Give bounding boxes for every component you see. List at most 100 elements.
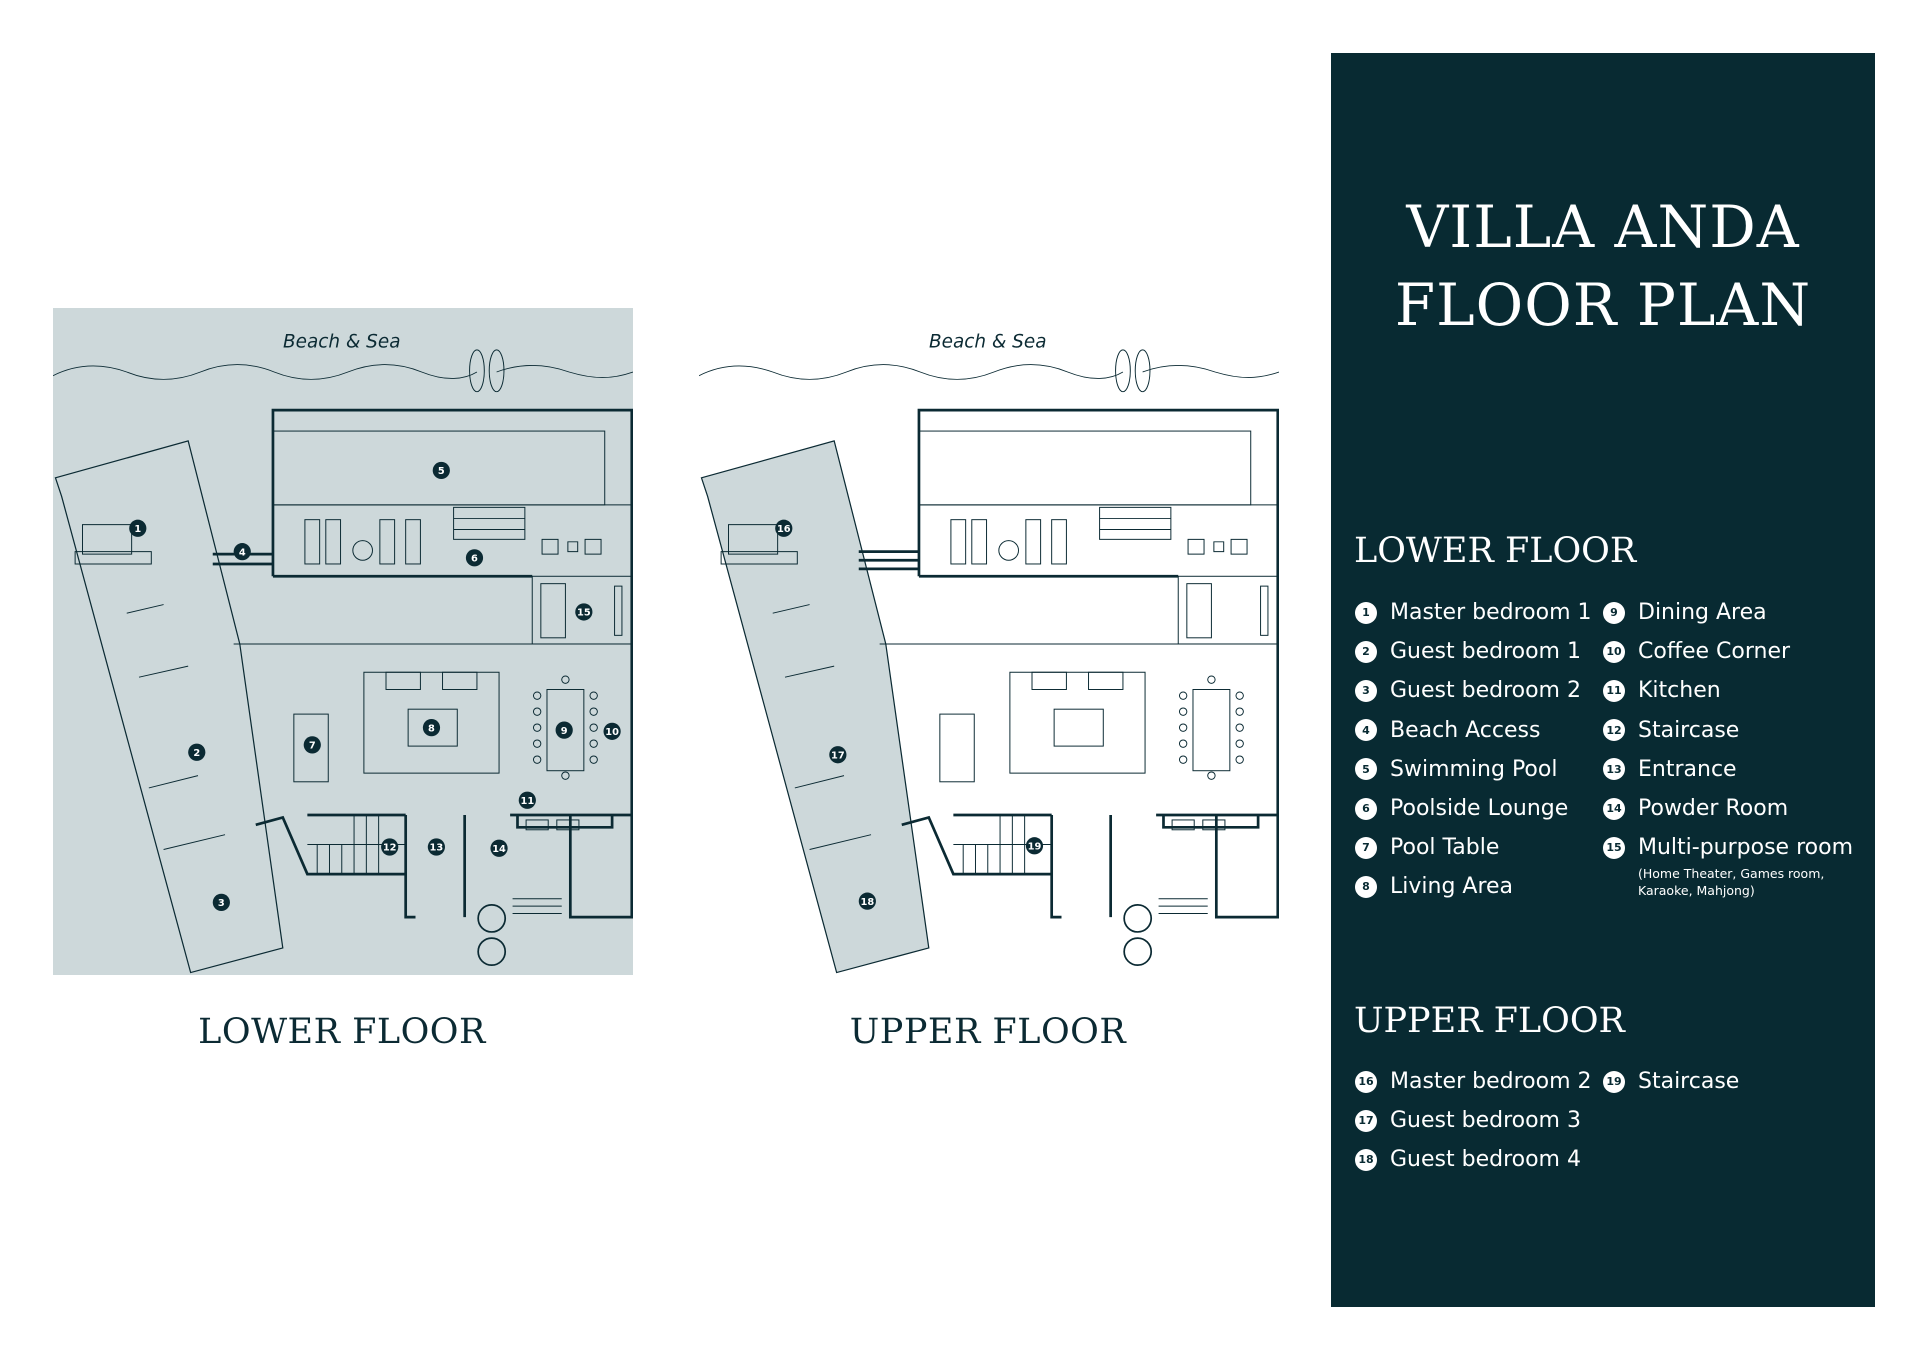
room-marker-dot: [422, 719, 441, 737]
number-badge-icon: 14: [1603, 797, 1625, 820]
legend-label: Beach Access: [1390, 717, 1541, 743]
legend-label: Powder Room: [1638, 796, 1789, 821]
room-marker-dot: [233, 543, 251, 561]
legend-label: Pool Table: [1390, 835, 1500, 861]
room-number: 2: [193, 748, 200, 759]
legend-label: Living Area: [1390, 874, 1514, 900]
number-badge-icon: 5: [1355, 758, 1377, 781]
room-marker-dot: [555, 721, 573, 739]
title-line-2: FLOOR PLAN: [1394, 271, 1812, 339]
room-number: 18: [861, 897, 875, 908]
number-badge-icon: 2: [1355, 640, 1377, 663]
multi-purpose-note: (Home Theater, Games room, Karaoke, Mahj…: [1638, 865, 1824, 899]
room-marker-dot: [1025, 837, 1044, 855]
legend-item: 9 Dining Area: [1603, 600, 1767, 625]
room-marker: 17: [829, 746, 847, 764]
room-marker-dot: [858, 892, 876, 910]
note-line: (Home Theater, Games room,: [1638, 866, 1825, 881]
legend-label: Coffee Corner: [1638, 639, 1791, 665]
room-marker-dot: [381, 838, 399, 856]
room-marker-dot: [518, 791, 536, 809]
number-badge-icon: 3: [1355, 679, 1377, 702]
room-number: 12: [383, 843, 397, 854]
room-marker: 10: [603, 722, 621, 740]
legend-item: 3 Guest bedroom 2: [1355, 678, 1581, 703]
room-number: 15: [577, 608, 591, 619]
room-marker: 2: [188, 743, 206, 761]
legend-label: Kitchen: [1638, 678, 1721, 704]
number-badge-icon: 9: [1603, 601, 1625, 624]
number-badge-icon: 10: [1603, 640, 1625, 663]
room-marker: 6: [465, 549, 484, 567]
room-marker-dot: [829, 746, 847, 764]
room-marker-dot: [603, 722, 621, 740]
note-line: Karaoke, Mahjong): [1638, 883, 1755, 898]
legend-item: 18 Guest bedroom 4: [1355, 1147, 1581, 1172]
room-marker-dot: [212, 893, 230, 912]
legend-label: Staircase: [1638, 717, 1740, 743]
legend-label: Master bedroom 1: [1390, 600, 1592, 625]
room-number: 17: [831, 750, 845, 761]
legend-label: Staircase: [1638, 1069, 1740, 1094]
room-marker: 19: [1025, 837, 1044, 855]
legend-label: Entrance: [1638, 756, 1737, 782]
room-marker-dot: [188, 743, 206, 761]
room-number: 19: [1028, 841, 1042, 852]
room-marker: 9: [555, 721, 573, 739]
page-title: VILLA ANDA FLOOR PLAN: [1331, 188, 1875, 344]
room-number: 5: [438, 466, 445, 477]
upper-floor-heading: UPPER FLOOR: [1354, 1001, 1625, 1041]
room-number: 7: [309, 741, 316, 752]
legend-label: Dining Area: [1638, 600, 1767, 625]
room-number: 8: [428, 723, 435, 734]
number-badge-icon: 6: [1355, 797, 1377, 820]
room-marker: 11: [518, 791, 536, 809]
legend-item: 12 Staircase: [1603, 718, 1739, 743]
room-marker-dot: [427, 838, 445, 856]
number-badge-icon: 15: [1603, 836, 1625, 859]
room-marker: 5: [432, 461, 450, 480]
sea-label: Beach & Sea: [929, 331, 1046, 352]
legend-item: 19 Staircase: [1603, 1069, 1739, 1094]
room-number: 9: [561, 726, 568, 737]
room-marker: 15: [575, 603, 593, 621]
room-number: 3: [218, 898, 225, 909]
number-badge-icon: 18: [1355, 1148, 1377, 1171]
room-marker: 18: [858, 892, 876, 910]
room-marker: 12: [381, 838, 399, 856]
legend-label: Guest bedroom 2: [1390, 678, 1581, 704]
number-badge-icon: 17: [1355, 1109, 1377, 1132]
lower-floor-heading: LOWER FLOOR: [1354, 531, 1637, 571]
plan-background: [53, 308, 633, 975]
upper-floor-caption: UPPER FLOOR: [849, 1012, 1127, 1052]
room-marker: 1: [129, 519, 147, 537]
legend-label: Guest bedroom 3: [1390, 1108, 1581, 1134]
legend-label: Master bedroom 2: [1390, 1069, 1592, 1094]
number-badge-icon: 19: [1603, 1070, 1625, 1093]
number-badge-icon: 12: [1603, 719, 1625, 742]
room-marker-dot: [465, 549, 484, 567]
room-number: 1: [134, 524, 141, 535]
room-marker-dot: [129, 519, 147, 537]
legend-label: Guest bedroom 4: [1390, 1147, 1581, 1173]
sea-label: Beach & Sea: [283, 331, 400, 352]
room-number: 11: [520, 796, 534, 807]
legend-item: 17 Guest bedroom 3: [1355, 1108, 1581, 1133]
legend-label: Multi-purpose room: [1638, 835, 1853, 861]
legend-item: 14 Powder Room: [1603, 796, 1788, 821]
legend-item: 15 Multi-purpose room: [1603, 835, 1853, 860]
room-marker-dot: [432, 461, 450, 480]
room-number: 13: [430, 843, 444, 854]
